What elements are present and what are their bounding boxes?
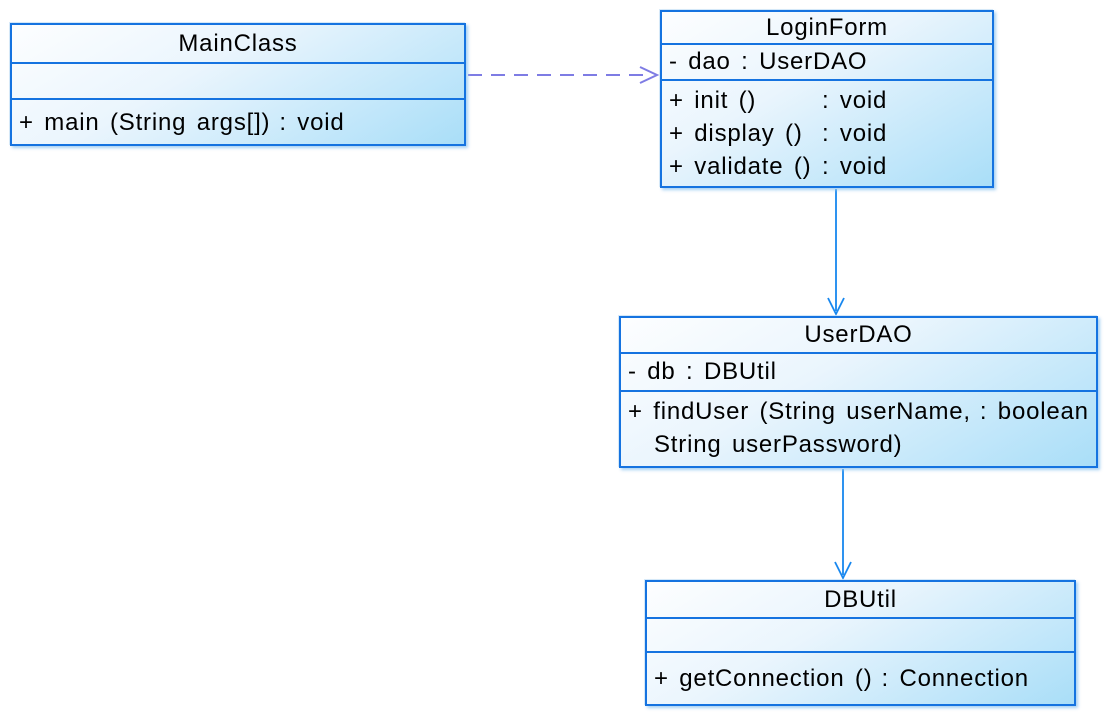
method-return-type: : void (822, 153, 888, 180)
method-row: + display () : void (669, 117, 985, 150)
method-signature: + getConnection () (654, 665, 873, 692)
class-name: UserDAO (621, 318, 1096, 354)
dependency-arrow-mainclass-to-loginform[interactable] (468, 66, 660, 84)
attribute: - dao : UserDAO (669, 48, 868, 75)
association-arrow-loginform-to-userdao[interactable] (827, 189, 845, 317)
attributes-compartment (647, 619, 1074, 653)
method-signature-continuation: String userPassword) (654, 431, 903, 458)
association-arrow-userdao-to-dbutil[interactable] (834, 469, 852, 581)
method-return-type: : void (822, 87, 888, 114)
class-name: MainClass (12, 25, 464, 64)
method-row: + main (String args[]) : void (19, 106, 345, 139)
methods-compartment: + init () : void + display () : void + v… (662, 81, 992, 183)
attributes-compartment: - dao : UserDAO (662, 45, 992, 81)
class-box-dbutil[interactable]: DBUtil + getConnection () : Connection (645, 580, 1076, 706)
class-name: LoginForm (662, 12, 992, 45)
method-signature: + main (String args[]) (19, 108, 271, 136)
method-row: + init () : void (669, 84, 985, 117)
method-signature: + init () (669, 87, 757, 114)
class-name: DBUtil (647, 582, 1074, 619)
methods-compartment: + main (String args[]) : void (12, 100, 464, 144)
class-box-mainclass[interactable]: MainClass + main (String args[]) : void (10, 23, 466, 146)
method-return-type: : void (279, 108, 345, 136)
method-row: + getConnection () : Connection (654, 662, 1029, 695)
attributes-compartment: - db : DBUtil (621, 354, 1096, 392)
methods-compartment: + getConnection () : Connection (647, 653, 1074, 704)
attribute: - db : DBUtil (628, 358, 777, 385)
method-row: + validate () : void (669, 150, 985, 183)
attributes-compartment (12, 64, 464, 100)
method-return-type: : boolean (979, 398, 1089, 425)
method-return-type: : void (822, 120, 888, 147)
method-signature: + findUser (String userName, (628, 398, 971, 425)
method-signature: + display () (669, 120, 803, 147)
class-box-loginform[interactable]: LoginForm - dao : UserDAO + init () : vo… (660, 10, 994, 188)
methods-compartment: + findUser (String userName, : boolean S… (621, 392, 1096, 461)
method-signature: + validate () (669, 153, 812, 180)
method-row: + findUser (String userName, : boolean (628, 395, 1089, 428)
class-box-userdao[interactable]: UserDAO - db : DBUtil + findUser (String… (619, 316, 1098, 468)
method-return-type: : Connection (881, 665, 1029, 692)
